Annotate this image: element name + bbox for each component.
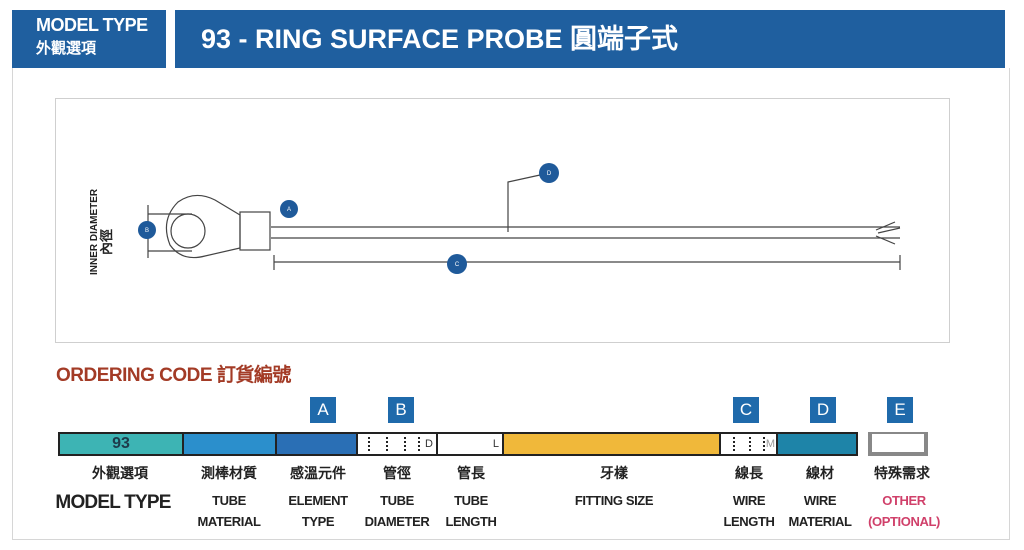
col-fitting-size-cn: 牙樣 bbox=[600, 465, 628, 481]
callout-c bbox=[447, 254, 467, 274]
model-type-header: MODEL TYPE 外觀選項 bbox=[12, 10, 166, 68]
wire-material-field[interactable] bbox=[777, 432, 858, 456]
other-optional-field[interactable] bbox=[868, 432, 928, 456]
letter-d: D bbox=[810, 397, 836, 423]
content-frame bbox=[12, 68, 1010, 540]
col-model-type-en: MODEL TYPE bbox=[55, 492, 171, 513]
letter-a: A bbox=[310, 397, 336, 423]
wire-length-unit: M bbox=[765, 438, 775, 450]
col-element-type-cn: 感溫元件 bbox=[290, 465, 346, 481]
col-tube-length-cn: 管長 bbox=[457, 465, 485, 481]
col-other-cn: 特殊需求 bbox=[874, 465, 930, 481]
probe-diagram bbox=[55, 98, 950, 343]
col-tube-diameter-cn: 管徑 bbox=[383, 465, 411, 481]
element-type-field[interactable] bbox=[276, 432, 357, 456]
col-fitting-size-en: FITTING SIZE bbox=[574, 493, 654, 508]
col-model-type-cn: 外觀選項 bbox=[92, 465, 148, 481]
callout-b-label: B bbox=[145, 228, 149, 234]
letter-e: E bbox=[887, 397, 913, 423]
wire-length-field[interactable]: M bbox=[720, 432, 777, 456]
diameter-unit: D bbox=[425, 438, 433, 450]
callout-d bbox=[539, 163, 559, 183]
crimp-sleeve bbox=[239, 211, 271, 251]
ordering-code-title: ORDERING CODE 訂貨編號 bbox=[56, 365, 291, 386]
model-type-cn: 外觀選項 bbox=[36, 40, 97, 57]
callout-d-label: D bbox=[547, 171, 552, 177]
model-type-en: MODEL TYPE bbox=[36, 15, 148, 35]
inner-diameter-label: INNER DIAMETER bbox=[89, 188, 100, 275]
col-wire-material-cn: 線材 bbox=[806, 465, 834, 481]
length-unit: L bbox=[492, 438, 499, 450]
letter-b: B bbox=[388, 397, 414, 423]
model-type-field[interactable]: 93 bbox=[58, 432, 183, 456]
tube-material-field[interactable] bbox=[183, 432, 276, 456]
callout-a-label: A bbox=[287, 207, 291, 213]
callout-c-label: C bbox=[455, 262, 460, 268]
fitting-size-field[interactable] bbox=[503, 432, 720, 456]
tube-length-field[interactable]: L bbox=[437, 432, 503, 456]
col-wire-length-cn: 線長 bbox=[735, 465, 763, 481]
callout-b bbox=[138, 221, 156, 239]
tube-diameter-field[interactable]: D bbox=[357, 432, 437, 456]
col-other-en: OTHER(OPTIONAL) bbox=[868, 493, 940, 529]
ring-terminal bbox=[165, 194, 241, 259]
inner-diameter-cn: 內徑 bbox=[99, 229, 114, 255]
callout-a bbox=[280, 200, 298, 218]
letter-c: C bbox=[733, 397, 759, 423]
page-title: 93 - RING SURFACE PROBE 圓端子式 bbox=[175, 10, 1005, 68]
col-tube-material-cn: 測棒材質 bbox=[201, 465, 257, 481]
